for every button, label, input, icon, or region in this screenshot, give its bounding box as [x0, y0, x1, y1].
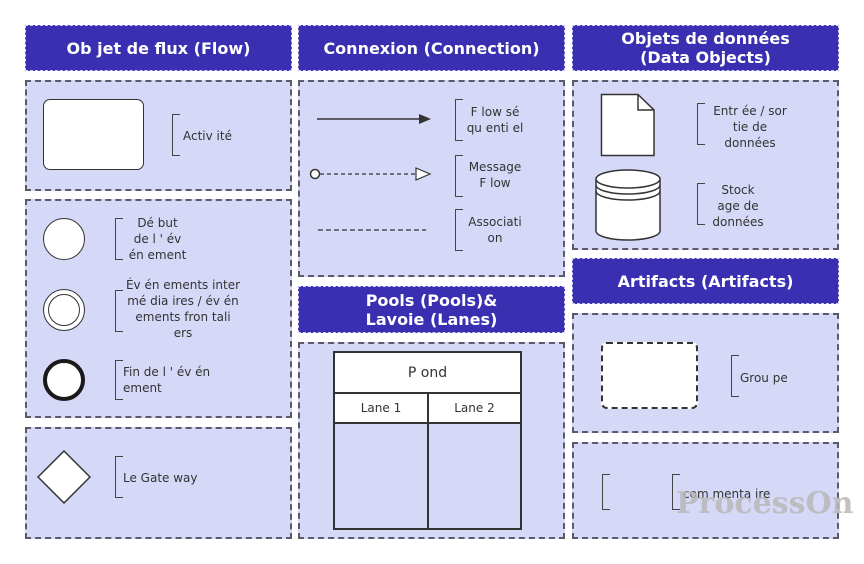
gateway-bracket [115, 456, 123, 498]
comment-annotation-icon [602, 474, 610, 510]
pool-shape: P ond Lane 1 Lane 2 [333, 351, 522, 530]
activity-bracket [172, 114, 180, 156]
data-object-bracket [697, 103, 705, 145]
intermediate-event-bracket [115, 290, 123, 332]
message-flow-bracket [455, 155, 463, 197]
data-object-document-icon [600, 93, 655, 157]
start-event-bracket [115, 218, 123, 260]
activity-label: Activ ité [183, 129, 232, 143]
start-event-icon [43, 218, 85, 260]
lane-divider [427, 424, 429, 528]
panel-connections [298, 80, 565, 277]
sequence-flow-label: F low sé qu enti el [466, 105, 524, 135]
end-event-bracket [115, 360, 123, 400]
panel-comment [572, 442, 839, 539]
pool-title: P ond [335, 353, 520, 394]
gateway-diamond-icon [37, 450, 91, 504]
end-event-label: Fin de l ' év én ement [123, 365, 211, 395]
group-shape-icon [601, 342, 698, 409]
comment-bracket [672, 474, 680, 510]
lane-2-header: Lane 2 [429, 394, 520, 424]
header-data-objects: Objets de données (Data Objects) [572, 25, 839, 71]
header-flow: Ob jet de flux (Flow) [25, 25, 292, 71]
end-event-icon [43, 359, 85, 401]
header-pools: Pools (Pools)& Lavoie (Lanes) [298, 286, 565, 333]
gateway-label: Le Gate way [123, 471, 198, 485]
comment-label: com menta ire [683, 487, 771, 501]
message-flow-arrow-icon [309, 167, 432, 181]
message-flow-label: Message F low [468, 160, 522, 190]
association-label: Associati on [468, 215, 522, 245]
data-store-bracket [697, 183, 705, 225]
lane-1-header: Lane 1 [335, 394, 429, 424]
header-connection: Connexion (Connection) [298, 25, 565, 71]
data-object-label: Entr ée / sor tie de données [713, 104, 787, 150]
data-store-cylinder-icon [595, 169, 661, 241]
intermediate-event-label: Év én ements inter mé dia ires / év én e… [125, 278, 241, 340]
sequence-flow-arrow-icon [317, 114, 431, 124]
processon-watermark: ProcessOn [676, 486, 854, 521]
group-label: Grou pe [740, 371, 788, 385]
association-bracket [455, 209, 463, 251]
intermediate-event-inner-ring [48, 294, 80, 326]
start-event-label: Dé but de l ' év én ement [128, 216, 187, 262]
data-store-label: Stock age de données [712, 183, 764, 229]
activity-shape [43, 99, 144, 170]
header-artifacts: Artifacts (Artifacts) [572, 258, 839, 304]
association-line-icon [318, 229, 426, 231]
sequence-flow-bracket [455, 99, 463, 141]
group-bracket [731, 355, 739, 397]
